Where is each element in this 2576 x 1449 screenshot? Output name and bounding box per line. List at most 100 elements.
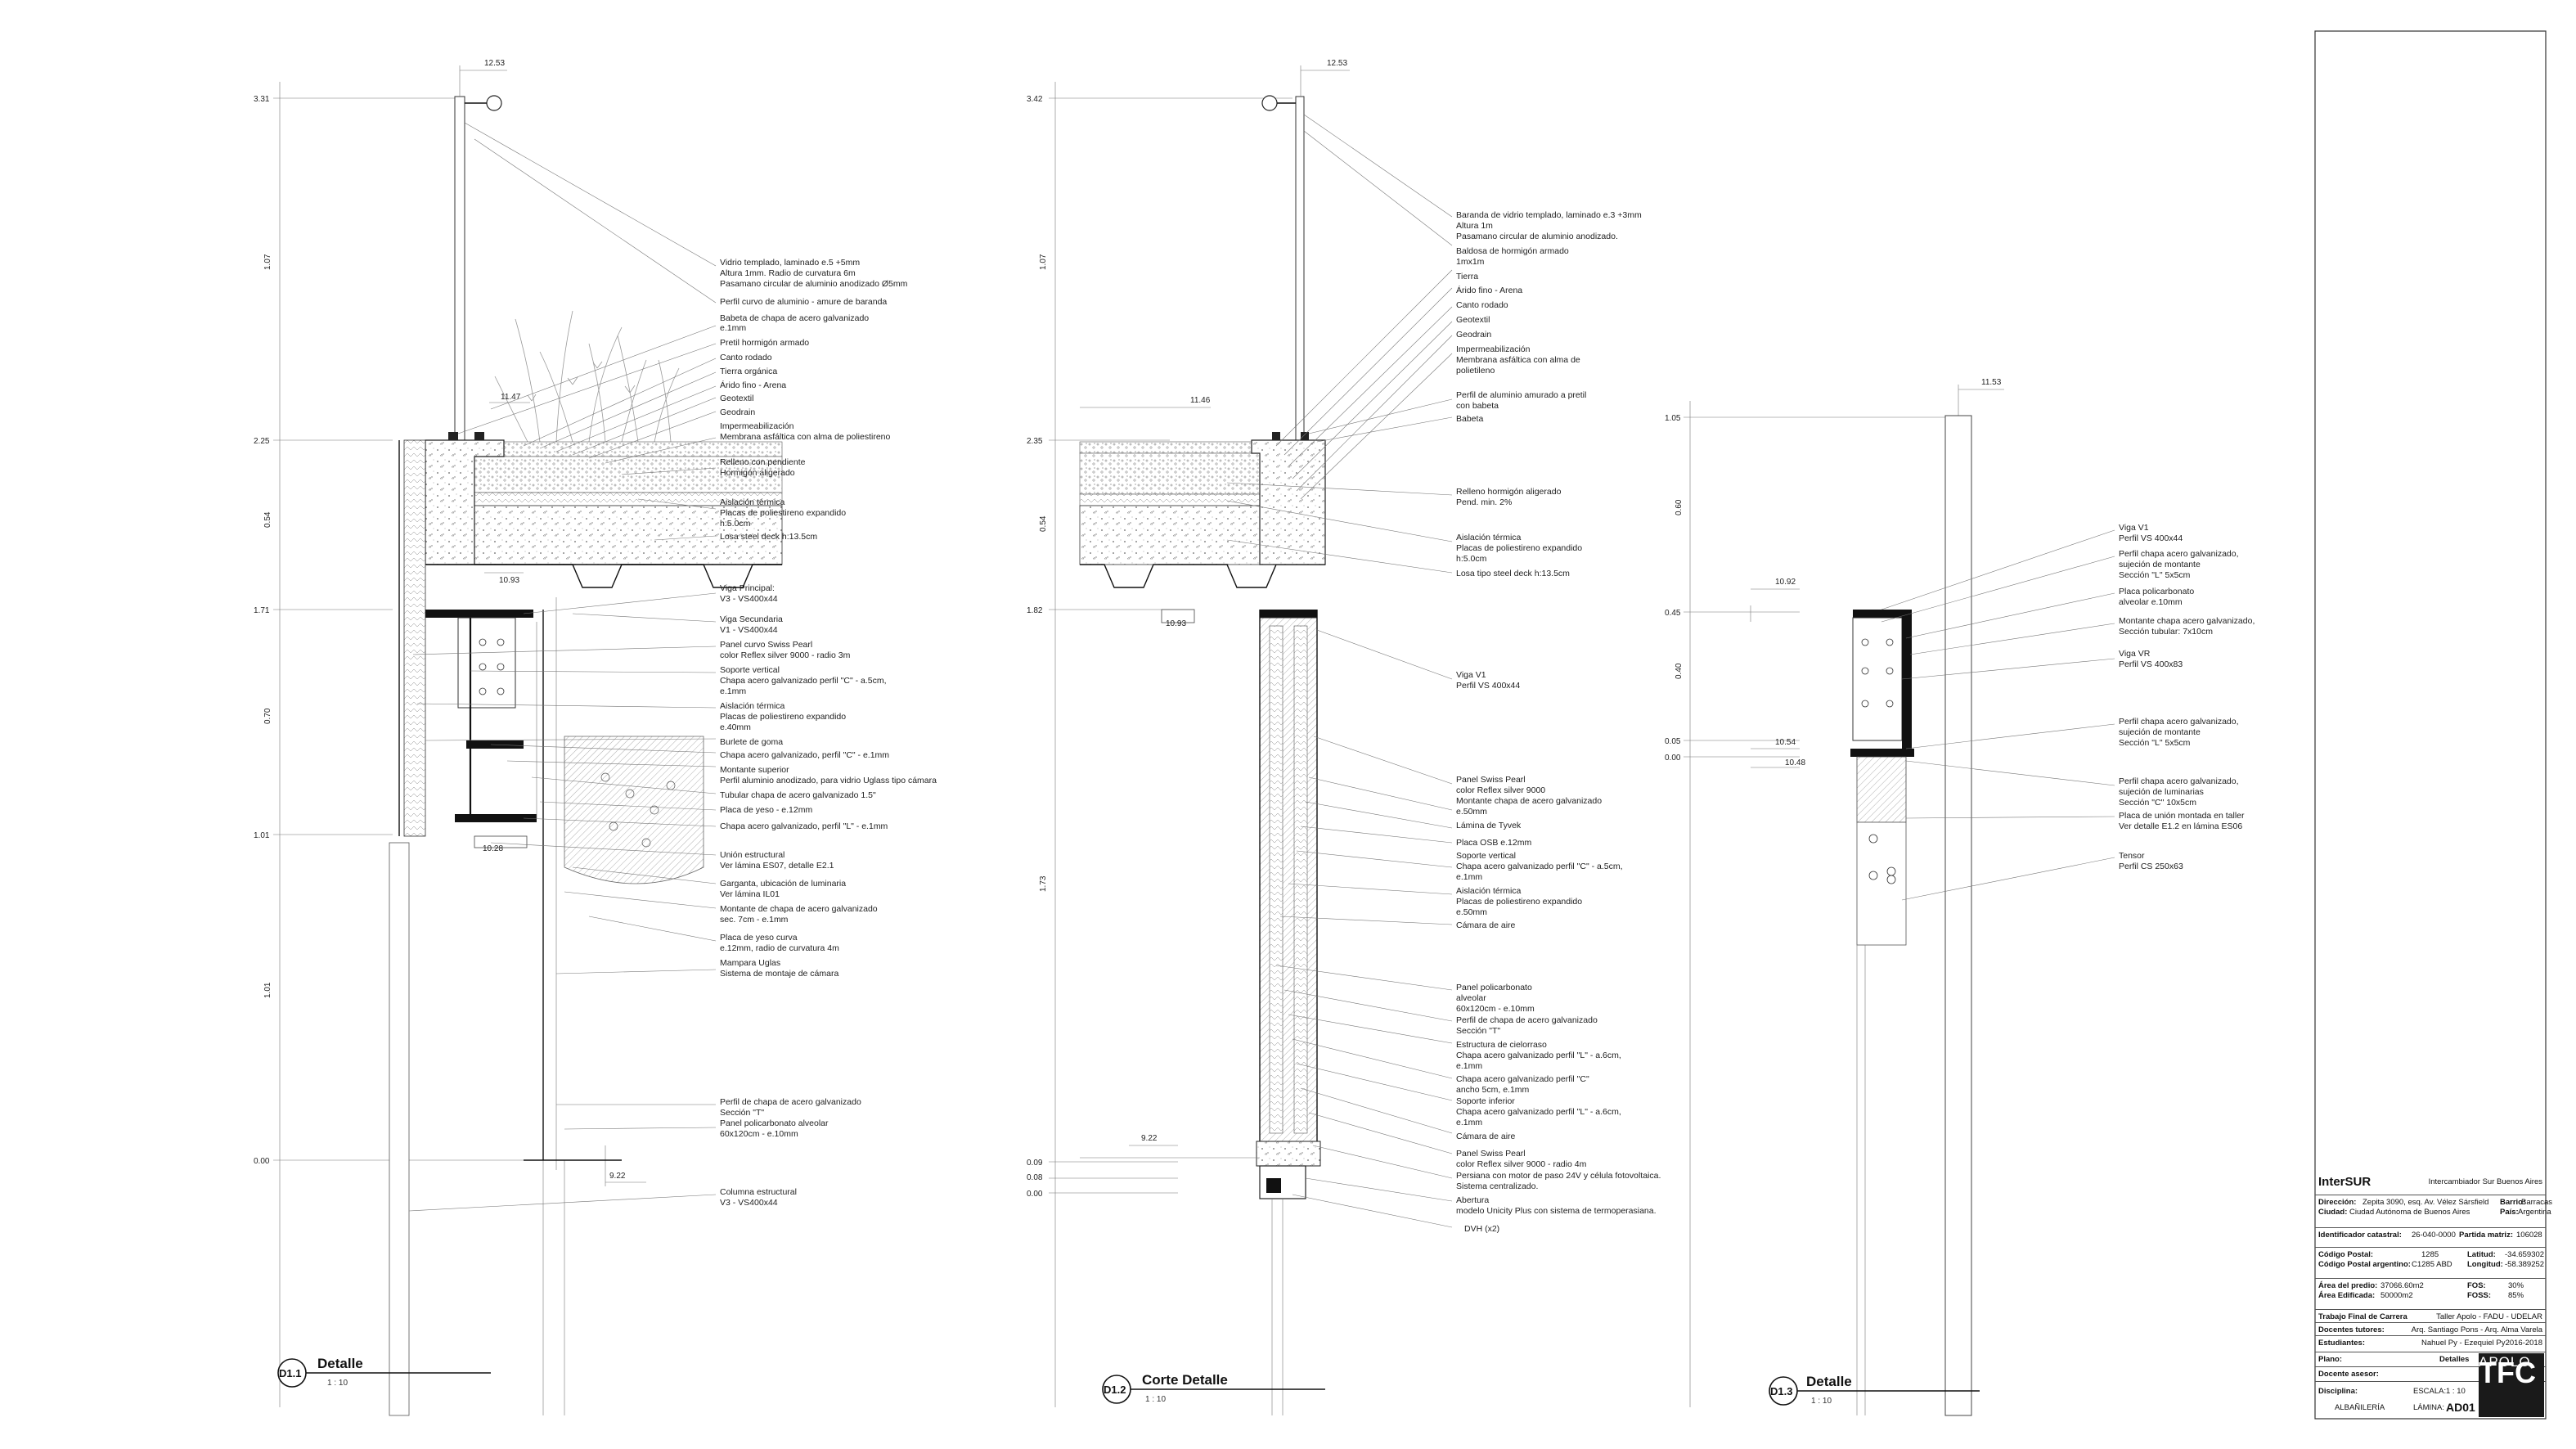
d3-label: Perfil VS 400x44 [2119,533,2183,543]
d3-beam-bottom-flange [1850,749,1914,757]
d2-label: e.1mm [1456,872,1482,882]
d3-label: sujeción de montante [2119,727,2201,737]
tfc-apolo-logo: TFC APOLO [2479,1353,2544,1417]
d3-label: alveolar e.10mm [2119,597,2183,607]
d2-label: Persiana con motor de paso 24V y célula … [1456,1171,1661,1181]
d1-label: Canto rodado [720,353,772,362]
d1-label: Unión estructural [720,850,784,860]
d2-label: Sección "T" [1456,1026,1500,1036]
d2-label: DVH (x2) [1464,1224,1499,1234]
d2-label: e.50mm [1456,907,1487,917]
d1-label: Aislación térmica [720,701,785,711]
d3-label: Perfil CS 250x63 [2119,862,2183,871]
d3-label: Ver detalle E1.2 en lámina ES06 [2119,821,2242,831]
d2-label: Aislación térmica [1456,886,1522,896]
d1-label: color Reflex silver 9000 - radio 3m [720,650,851,660]
d3-label: Tensor [2119,851,2145,861]
d3-connection-plate [1852,617,1903,741]
d2-handrail [1261,95,1278,111]
d3-label: sujeción de montante [2119,560,2201,569]
d2-label: Soporte vertical [1456,851,1516,861]
title-block: InterSUR Intercambiador Sur Buenos Aires… [2315,1173,2552,1419]
d1-level-3: 2.25 [254,437,270,446]
d2-level-9: 0.00 [1027,1190,1043,1199]
tb-tfc-row: Trabajo Final de Carrera Taller Apolo - … [2315,1309,2546,1323]
d1-label: Placas de poliestireno expandido [720,712,846,722]
d2-label: Membrana asfáltica con alma de [1456,355,1580,365]
d1-level-2: 1.07 [263,254,272,270]
d2-label: Losa tipo steel deck h:13.5cm [1456,569,1570,578]
d2-label: e.50mm [1456,807,1487,817]
d2-label: Geotextil [1456,315,1490,325]
d1-label: e.12mm, radio de curvatura 4m [720,943,839,953]
tb-area-row: Área del predio: 37066.60m2 Área Edifica… [2315,1278,2546,1307]
d2-label: Estructura de cielorraso [1456,1040,1547,1050]
d2-label: Perfil de aluminio amurado a pretil [1456,390,1586,400]
d1-label: Sección "T" [720,1108,764,1118]
d1-label: Chapa acero galvanizado, perfil "L" - e.… [720,821,888,831]
d1-label: Babeta de chapa de acero galvanizado [720,313,869,323]
d1-swiss-pearl-panel [403,439,426,837]
d1-label: Relleno con pendiente [720,457,806,467]
d2-level-marks [1049,97,1292,1194]
d1-title: Detalle [317,1356,363,1371]
d1-label: Placa de yeso - e.12mm [720,805,812,815]
d2-level-6: 1.73 [1039,875,1048,892]
d1-dim-1: 12.53 [484,59,505,68]
d1-handrail [486,95,502,111]
d2-label: Soporte inferior [1456,1096,1515,1106]
d1-label: V3 - VS400x44 [720,594,778,604]
d1-label: Losa steel deck h:13.5cm [720,532,817,542]
d1-label: Aislación térmica [720,497,785,507]
d1-label: Hormigón aligerado [720,468,795,478]
d3-level-marks [1684,416,1947,758]
d2-level-2: 1.07 [1039,254,1048,270]
d1-level-8: 1.01 [263,982,272,998]
d3-dim-1: 11.53 [1981,378,2002,387]
detail-d1-1: 3.31 1.07 2.25 0.54 1.71 0.70 1.01 1.01 … [254,59,937,1416]
d2-tag: D1.2 [1104,1384,1126,1396]
d2-label: Lámina de Tyvek [1456,821,1522,830]
d1-label: Garganta, ubicación de luminaria [720,879,846,889]
d2-label: modelo Unicity Plus con sistema de termo… [1456,1206,1657,1216]
d2-dim-3: 10.93 [1166,619,1186,628]
d2-label: color Reflex silver 9000 [1456,785,1545,795]
d3-level-5: 0.05 [1665,737,1681,746]
d3-level-2: 0.60 [1675,499,1684,515]
d3-union-plate [1856,821,1907,946]
d2-label: Tierra [1456,272,1478,281]
d1-label: Soporte vertical [720,665,780,675]
d3-label: Viga VR [2119,649,2151,659]
d1-label: Placas de poliestireno expandido [720,508,846,518]
d1-label: Montante superior [720,765,789,775]
d2-dim-2: 11.46 [1190,396,1211,405]
project-subtitle: Intercambiador Sur Buenos Aires [2428,1177,2542,1186]
d1-label: Viga Principal: [720,583,775,593]
d1-label: Perfil de chapa de acero galvanizado [720,1097,861,1107]
d1-dim-5: 9.22 [609,1172,626,1181]
d1-dim-3: 10.93 [499,576,519,585]
d1-label: Montante de chapa de acero galvanizado [720,904,878,914]
tb-postal-row: Código Postal: 1285 Código Postal argent… [2315,1247,2546,1276]
d2-label: Montante chapa de acero galvanizado [1456,796,1602,806]
d1-level-5: 1.71 [254,606,270,615]
d1-level-1: 3.31 [254,95,270,104]
d1-label: Impermeabilización [720,421,794,431]
d1-main-beam-flange [425,610,533,618]
d1-dim-2: 11.47 [501,393,521,402]
d1-label: Mampara Uglas [720,958,780,968]
d1-steel-deck [474,505,783,565]
d2-label: polietileno [1456,366,1495,376]
tb-discipline-row: Disciplina: ALBAÑILERÍA ESCALA: 1 : 10 L… [2315,1381,2546,1418]
d2-label: Perfil de chapa de acero galvanizado [1456,1015,1598,1025]
d1-label: e.1mm [720,323,746,333]
d1-label: V1 - VS400x44 [720,625,778,635]
d1-label: Vidrio templado, laminado e.5 +5mm [720,258,860,268]
d1-label: Burlete de goma [720,737,783,747]
d1-connection-plate [457,617,516,709]
d3-label: Perfil VS 400x83 [2119,659,2183,669]
d3-label: Placa policarbonato [2119,587,2194,596]
d1-label: Tierra orgánica [720,367,777,376]
d1-curved-gypsum [564,736,704,884]
